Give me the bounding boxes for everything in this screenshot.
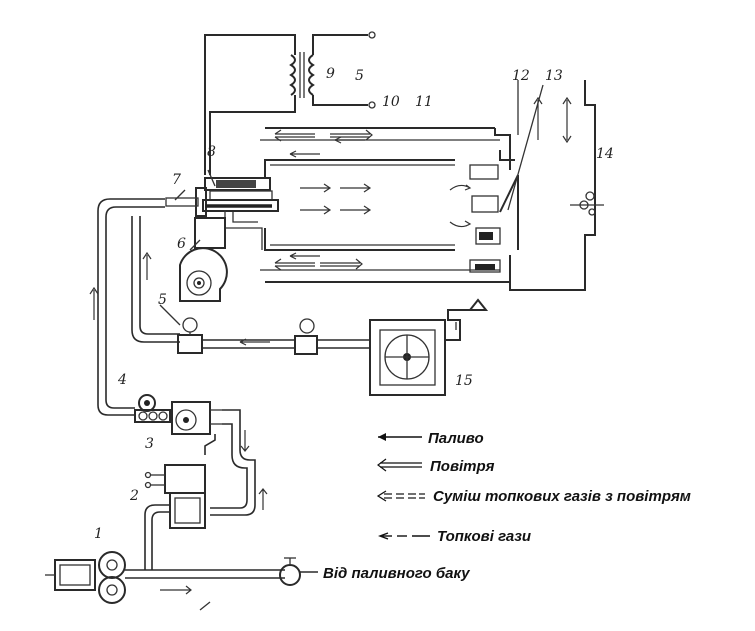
outlet-damper: [499, 80, 604, 250]
fuel-heater-unit: [144, 464, 206, 570]
legend-air-label: Повітря: [430, 458, 495, 475]
return-line: [210, 409, 256, 516]
label-15: 15: [455, 373, 473, 389]
label-2: 2: [129, 488, 139, 504]
label-7: 7: [172, 172, 181, 188]
fuel-supply-line: [97, 198, 165, 416]
label-6: 6: [177, 236, 186, 252]
legend-flue-symbol: [378, 532, 430, 540]
air-line: [131, 216, 181, 343]
legend-mixture-symbol: [376, 490, 425, 502]
label-5: 5: [355, 68, 364, 84]
label-3: 3: [145, 436, 154, 452]
burner: [165, 169, 279, 250]
label-5-lower: 5: [158, 292, 167, 308]
legend-flue-gases-label: Топкові гази: [437, 528, 531, 545]
label-12: 12: [512, 68, 530, 84]
legend-air-symbol: [377, 458, 422, 472]
supply-pump: [45, 551, 318, 611]
control-valve: [177, 317, 370, 355]
ignition-transformer: [204, 31, 376, 175]
legend: Паливо Повітря Суміш топкових газів з по…: [376, 430, 691, 545]
label-8: 8: [207, 144, 216, 160]
label-1: 1: [94, 526, 103, 542]
label-4: 4: [117, 372, 127, 388]
label-13: 13: [545, 68, 563, 84]
legend-fuel-symbol: [378, 433, 422, 441]
legend-fuel-label: Паливо: [428, 430, 484, 447]
fuel-filter: [134, 394, 171, 423]
flow-arrows: [89, 96, 572, 595]
outer-casing: [260, 80, 596, 291]
legend-mixture-label: Суміш топкових газів з повітрям: [433, 488, 691, 505]
fuel-tank-source-label: Від паливного баку: [323, 565, 470, 582]
label-11: 11: [415, 94, 433, 110]
combustion-chamber: [264, 159, 501, 273]
blower-fan: [179, 217, 228, 302]
electric-motor: [369, 298, 489, 396]
label-9: 9: [326, 66, 335, 82]
fuel-pump: [171, 401, 222, 455]
label-10: 10: [382, 94, 400, 110]
label-14: 14: [596, 146, 614, 162]
